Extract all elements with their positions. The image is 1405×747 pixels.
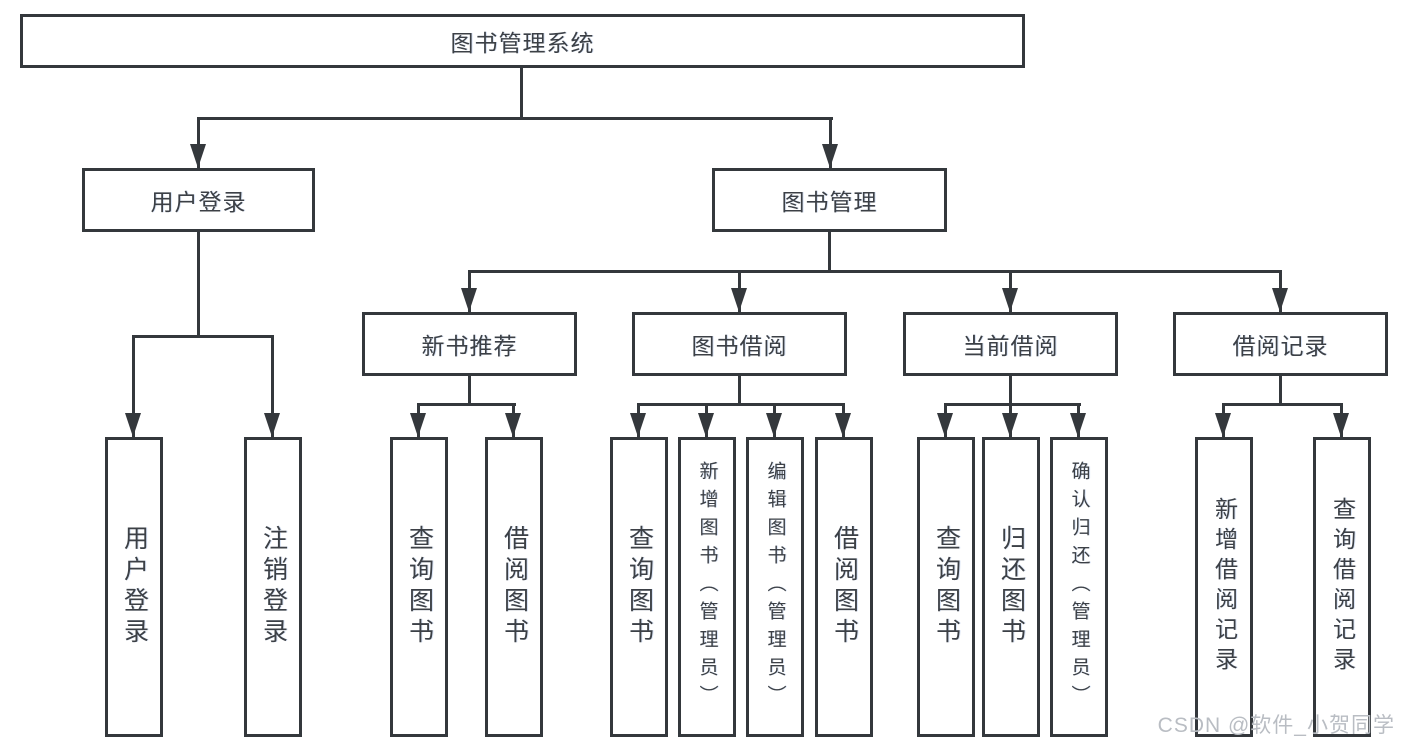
arrow-down-icon: [264, 413, 280, 437]
arrow-down-icon: [1070, 413, 1086, 437]
arrow-down-icon: [410, 413, 426, 437]
leaf-query-book: 查询图书: [610, 437, 668, 737]
arrow-down-icon: [1272, 288, 1288, 312]
connector-line: [520, 68, 523, 118]
connector-line: [271, 335, 274, 437]
leaf-edit-book-admin: 编辑图书（管理员）: [746, 437, 804, 737]
node-user-login: 用户登录: [82, 168, 315, 232]
arrow-down-icon: [698, 413, 714, 437]
connector-line: [1222, 403, 1343, 406]
leaf-borrow-book: 借阅图书: [815, 437, 873, 737]
connector-line: [944, 403, 1081, 406]
arrow-down-icon: [766, 413, 782, 437]
arrow-down-icon: [731, 288, 747, 312]
connector-line: [829, 117, 832, 168]
arrow-down-icon: [835, 413, 851, 437]
arrow-down-icon: [937, 413, 953, 437]
leaf-confirm-return-admin: 确认归还（管理员）: [1050, 437, 1108, 737]
connector-line: [197, 117, 200, 168]
node-current-borrow: 当前借阅: [903, 312, 1118, 376]
connector-line: [132, 335, 135, 437]
connector-line: [417, 403, 516, 406]
leaf-return-book: 归还图书: [982, 437, 1040, 737]
arrow-down-icon: [125, 413, 141, 437]
arrow-down-icon: [1333, 413, 1349, 437]
arrow-down-icon: [505, 413, 521, 437]
node-library-system: 图书管理系统: [20, 14, 1025, 68]
leaf-logout: 注销登录: [244, 437, 302, 737]
connector-line: [1279, 376, 1282, 406]
arrow-down-icon: [630, 413, 646, 437]
node-book-borrow: 图书借阅: [632, 312, 847, 376]
arrow-down-icon: [822, 144, 838, 168]
node-new-book-recommend: 新书推荐: [362, 312, 577, 376]
connector-line: [132, 335, 274, 338]
connector-line: [637, 403, 845, 406]
connector-line: [197, 117, 833, 120]
connector-line: [468, 376, 471, 406]
arrow-down-icon: [1002, 288, 1018, 312]
leaf-borrow-book: 借阅图书: [485, 437, 543, 737]
leaf-query-book: 查询图书: [390, 437, 448, 737]
connector-line: [1009, 376, 1012, 406]
leaf-add-borrow-record: 新增借阅记录: [1195, 437, 1253, 737]
arrow-down-icon: [1002, 413, 1018, 437]
leaf-user-login: 用户登录: [105, 437, 163, 737]
arrow-down-icon: [461, 288, 477, 312]
leaf-query-borrow-record: 查询借阅记录: [1313, 437, 1371, 737]
connector-line: [828, 231, 831, 273]
connector-line: [468, 270, 1282, 273]
arrow-down-icon: [190, 144, 206, 168]
connector-line: [197, 231, 200, 337]
node-borrow-record: 借阅记录: [1173, 312, 1388, 376]
leaf-add-book-admin: 新增图书（管理员）: [678, 437, 736, 737]
node-book-management: 图书管理: [712, 168, 947, 232]
arrow-down-icon: [1215, 413, 1231, 437]
leaf-query-book: 查询图书: [917, 437, 975, 737]
connector-line: [738, 376, 741, 406]
csdn-watermark: CSDN @软件_小贺同学: [1157, 714, 1395, 737]
